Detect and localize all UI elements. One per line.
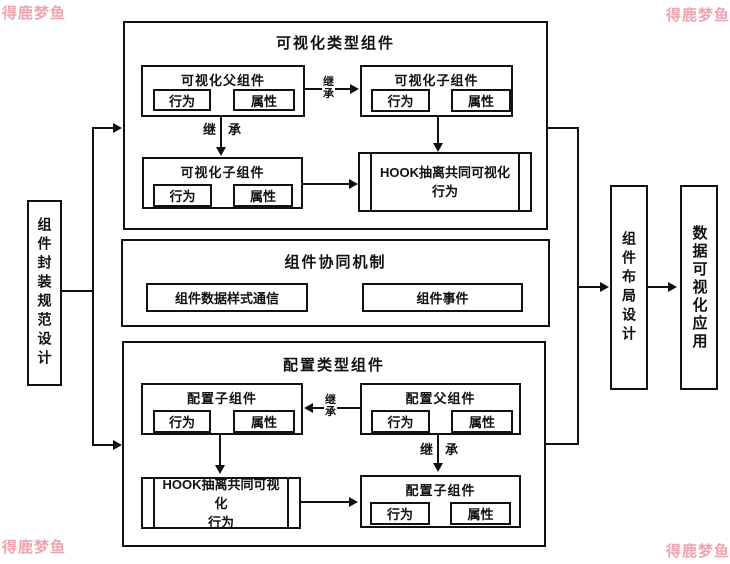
watermark-top-left: 得鹿梦鱼 [2, 6, 67, 22]
arrowhead-config-child-a-down [215, 465, 225, 474]
inherit-char-top: 继 [325, 394, 336, 406]
visual-type-group-title: 可视化类型组件 [275, 35, 395, 52]
component-event-box: 组件事件 [362, 283, 523, 312]
config-hook-line2: 行为 [207, 514, 234, 530]
component-layout-panel: 组件布局设计 [610, 185, 648, 390]
connector-config-parent-down [437, 435, 439, 464]
arrowhead-visual-child-b-to-hook [349, 179, 358, 189]
connector-visual-child-b-to-hook [303, 183, 349, 185]
connector-layout-to-app [648, 286, 668, 288]
connector-visual-parent-down [220, 117, 222, 148]
visual-hook-line1: HOOK抽离共同可视化 [379, 165, 510, 180]
arrowhead-left-to-visual [113, 123, 122, 133]
config-child-a-title: 配置子组件 [186, 391, 257, 406]
arrowhead-config-parent-down [433, 463, 443, 472]
inherit-label-visual-down-right: 承 [228, 122, 242, 137]
visual-parent-attr-box: 属性 [233, 89, 295, 111]
config-child-b-attr-box: 属性 [450, 502, 511, 525]
connector-trunk-to-layout [579, 286, 600, 288]
watermark-top-right: 得鹿梦鱼 [666, 8, 730, 24]
config-hook-line1: HOOK抽离共同可视化 [162, 476, 280, 511]
connector-config-child-a-down [219, 435, 221, 466]
arrowhead-config-parent-to-child-a [304, 403, 313, 413]
inherit-label-config-down-left: 继 [420, 442, 434, 457]
data-visualization-app-label: 数据可视化应用 [690, 224, 708, 351]
visual-child-b-title: 可视化子组件 [180, 165, 265, 180]
visual-child-a-attr-box: 属性 [451, 89, 511, 112]
connector-config-to-trunk [546, 443, 577, 445]
arrowhead-layout-to-app [668, 282, 677, 292]
config-child-b-title: 配置子组件 [405, 483, 476, 498]
component-encapsulation-panel: 组件封装规范设计 [27, 200, 62, 386]
coordination-group-title: 组件协同机制 [284, 254, 387, 271]
data-visualization-app-panel: 数据可视化应用 [680, 185, 718, 390]
connector-right-trunk [577, 127, 579, 445]
inherit-label-visual-down-left: 继 [203, 122, 217, 137]
component-layout-label: 组件布局设计 [621, 230, 637, 345]
data-style-comm-box: 组件数据样式通信 [146, 283, 308, 312]
connector-left-stub [60, 290, 93, 292]
config-parent-attr-box: 属性 [451, 410, 513, 433]
config-child-b-behavior-box: 行为 [370, 502, 430, 525]
connector-left-trunk [92, 127, 94, 446]
hook-left-bar [153, 479, 155, 527]
visual-child-a-behavior-box: 行为 [371, 89, 430, 112]
inherit-label-config-left: 继 承 [324, 394, 337, 418]
inherit-char-bottom: 承 [323, 88, 334, 100]
connector-left-to-config [93, 444, 114, 446]
inherit-char-bottom: 承 [325, 406, 336, 418]
arrowhead-visual-parent-down [216, 147, 226, 156]
hook-right-bar [518, 154, 520, 210]
visual-child-b-behavior-box: 行为 [153, 184, 212, 207]
hook-right-bar [287, 479, 289, 527]
watermark-bottom-left: 得鹿梦鱼 [2, 540, 67, 556]
connector-visual-to-trunk [548, 127, 577, 129]
visual-child-a-title: 可视化子组件 [394, 73, 479, 88]
config-child-a-attr-box: 属性 [233, 410, 295, 433]
component-encapsulation-label: 组件封装规范设计 [36, 217, 53, 369]
config-child-a-behavior-box: 行为 [153, 410, 211, 433]
visual-hook-line2: 行为 [431, 184, 458, 199]
visual-hook-box: HOOK抽离共同可视化 行为 [358, 152, 532, 212]
arrowhead-trunk-to-layout [600, 282, 609, 292]
hook-left-bar [370, 154, 372, 210]
inherit-label-config-down-right: 承 [445, 442, 459, 457]
visual-child-b-attr-box: 属性 [233, 184, 293, 207]
arrowhead-visual-child-a-down [433, 143, 443, 152]
arrowhead-visual-parent-to-child-a [350, 84, 359, 94]
config-hook-box: HOOK抽离共同可视化 行为 [141, 476, 301, 530]
watermark-bottom-right: 得鹿梦鱼 [666, 544, 730, 560]
connector-left-to-visual [93, 127, 114, 129]
inherit-char-top: 继 [323, 76, 334, 88]
config-parent-behavior-box: 行为 [371, 410, 430, 433]
visual-parent-behavior-box: 行为 [153, 89, 211, 111]
connector-config-hook-to-child-b [301, 501, 349, 503]
visual-parent-title: 可视化父组件 [180, 73, 265, 88]
config-type-group-title: 配置类型组件 [282, 357, 385, 374]
config-parent-title: 配置父组件 [405, 391, 476, 406]
inherit-label-visual-right: 继 承 [322, 76, 335, 100]
connector-visual-child-a-down [437, 117, 439, 144]
arrowhead-left-to-config [113, 440, 122, 450]
arrowhead-config-hook-to-child-b [349, 497, 358, 507]
